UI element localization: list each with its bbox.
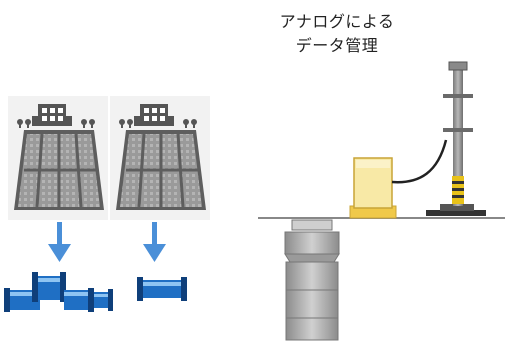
solar-panel-icon [14, 104, 104, 210]
well-icon [284, 219, 340, 341]
sensor-pole-icon [426, 61, 486, 216]
down-arrow-icon [143, 222, 166, 262]
cable [391, 139, 448, 184]
caption: アナログによる データ管理 [262, 10, 412, 58]
water-pipe-icon [137, 277, 187, 301]
water-pipe-icon [4, 272, 113, 312]
solar-panel-icon [116, 104, 206, 210]
caption-line-1: アナログによる [279, 12, 395, 31]
down-arrow-icon [48, 222, 71, 262]
caption-line-2: データ管理 [295, 36, 379, 55]
data-logger-box-icon [349, 157, 397, 219]
